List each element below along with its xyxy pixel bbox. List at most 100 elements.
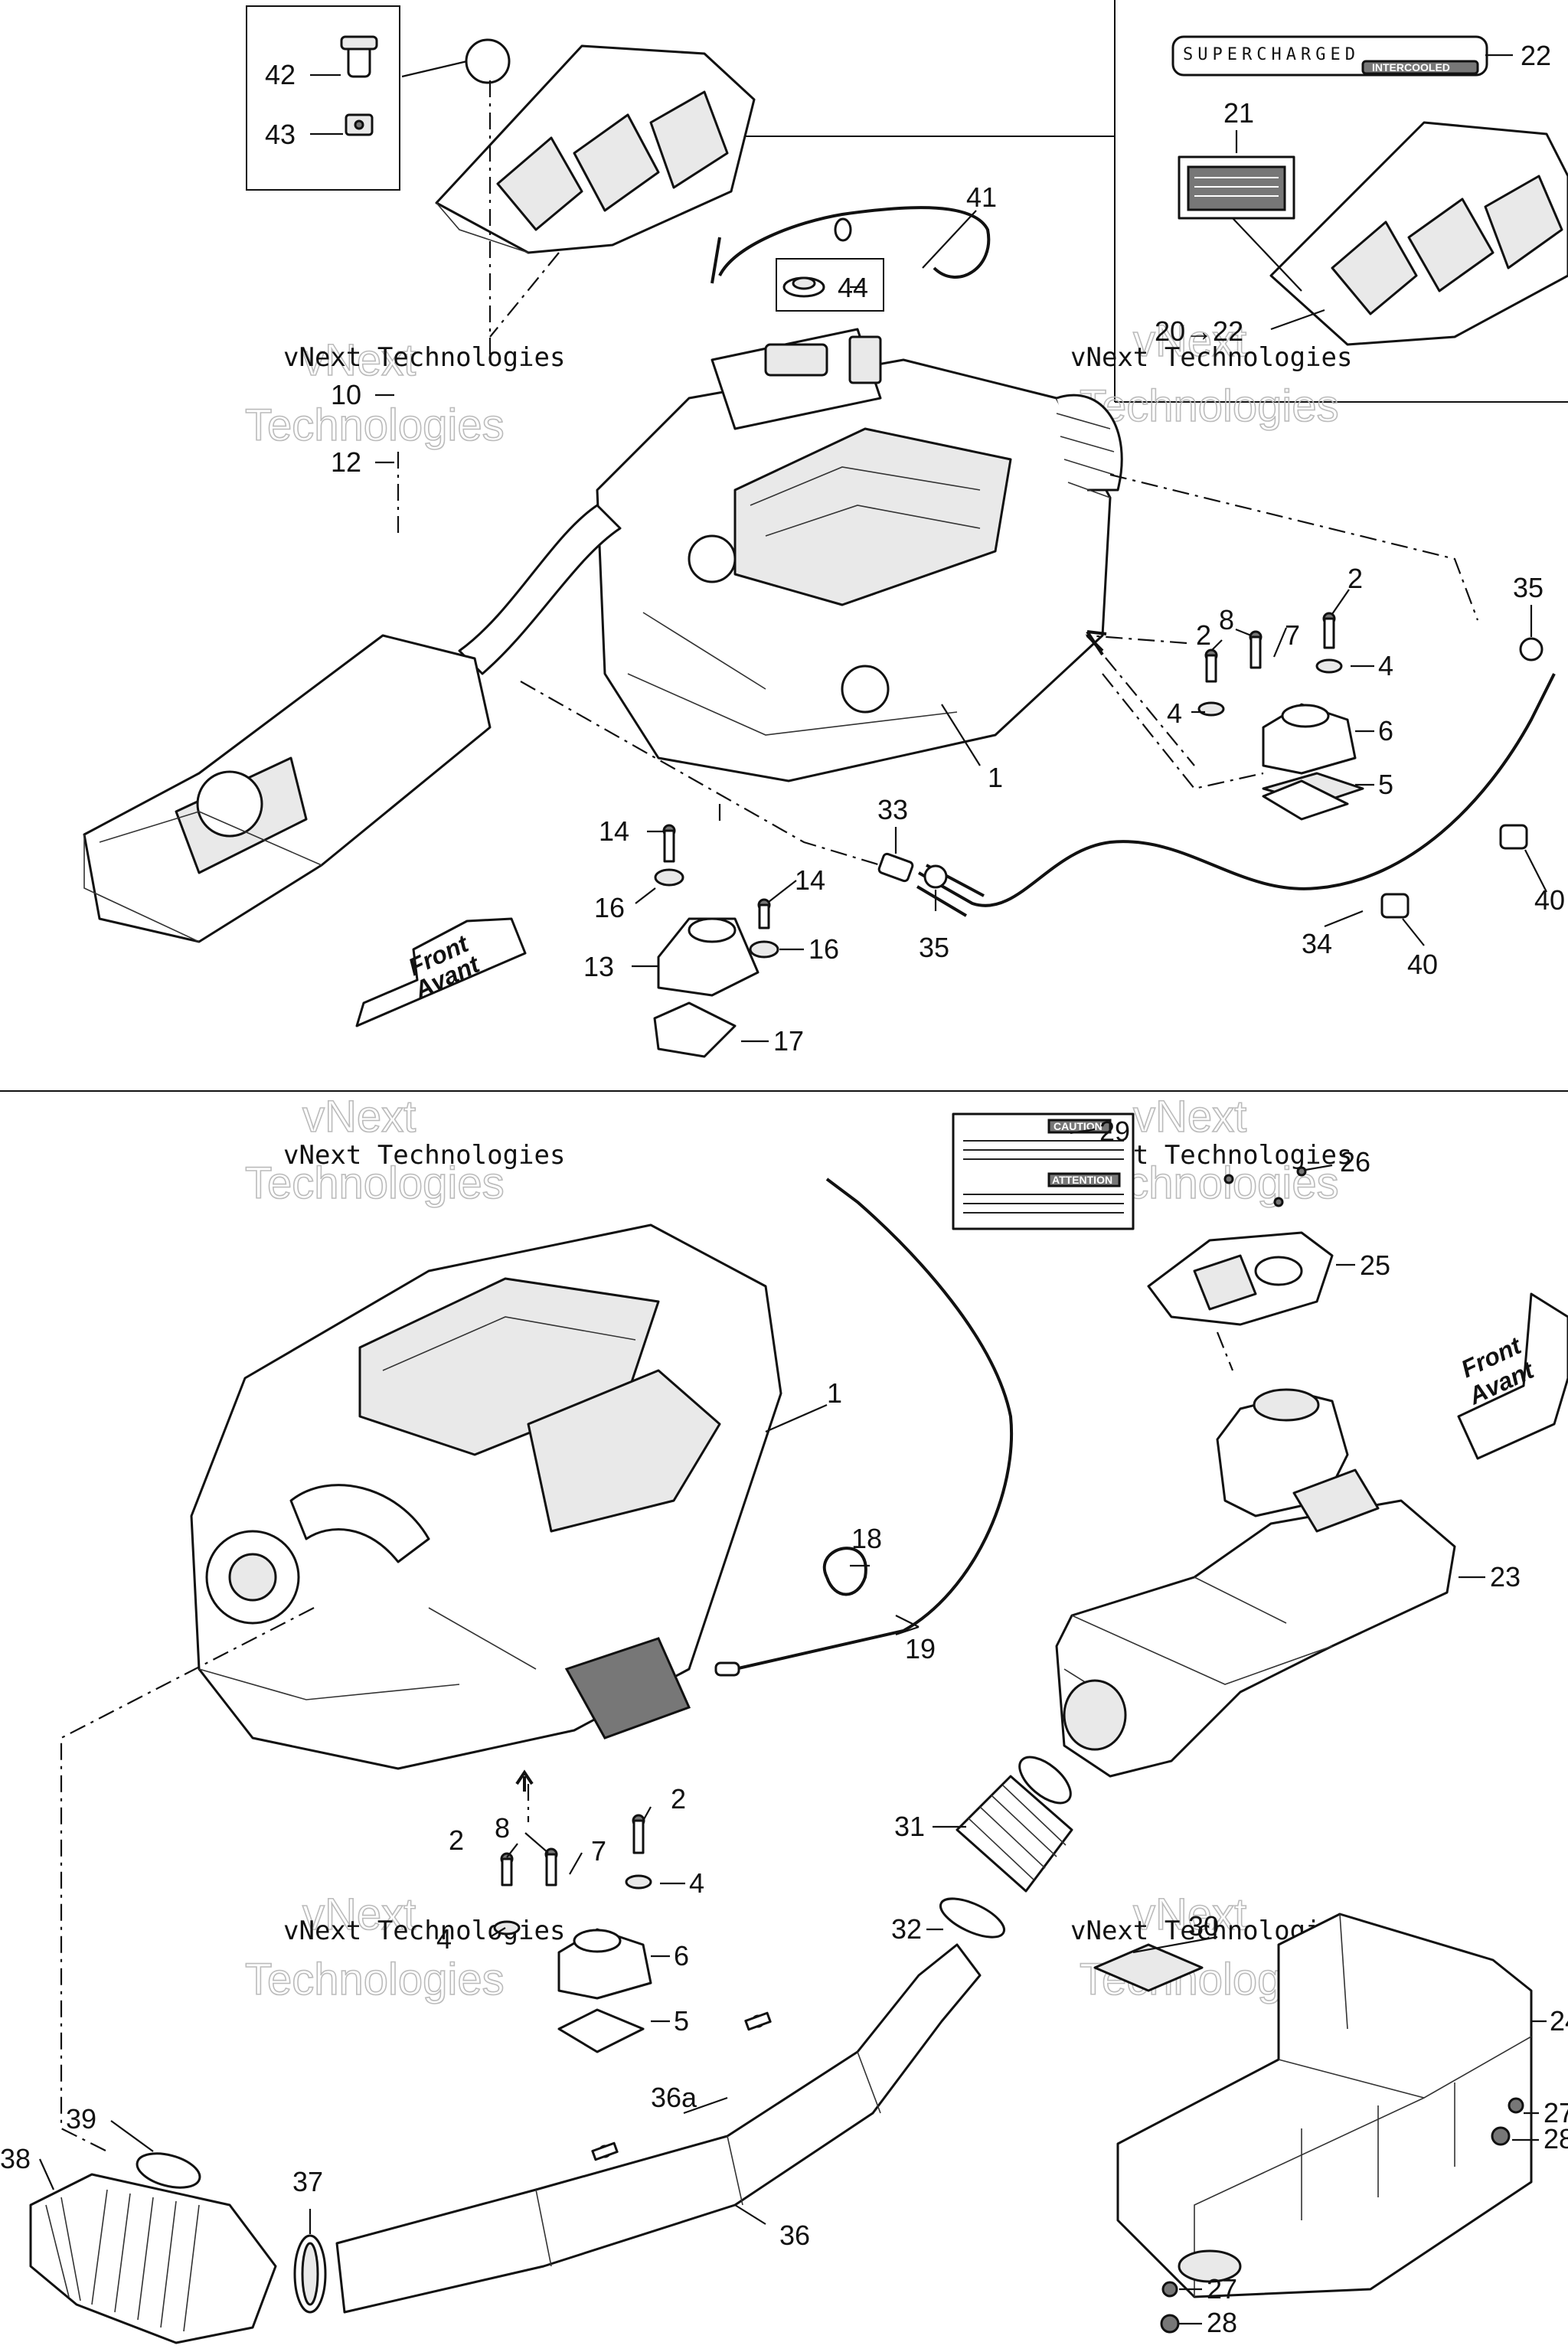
callout-27: 27 [1544,2097,1568,2128]
watermark-text: vNext Technologies [1070,342,1352,373]
callout-4: 4 [689,1867,704,1899]
part-20-engine-cover [1269,121,1568,346]
engine-mount-top-mid [653,824,779,1058]
front-arrow-top: Front Avant [355,917,527,1027]
part-24-hull-box [1116,1913,1533,2298]
part-44-clip [782,217,852,298]
watermark-2: vNext Technologies vNext Technologies [1070,315,1352,432]
front-arrow-bottom: Front Avant [1457,1292,1568,1460]
callout-23: 23 [1490,1561,1521,1592]
callout-14: 14 [599,815,629,847]
callout-30: 30 [1188,1910,1219,1942]
callout-40: 40 [1407,949,1438,980]
callout-27: 27 [1207,2273,1237,2305]
part-21-sticker [1178,155,1295,220]
callouts: 42 43 22 21 20→22 41 44 10 12 1 2 2 7 8 … [0,40,1568,2338]
part-41-line [718,206,991,279]
callout-2: 2 [449,1824,464,1856]
callout-37: 37 [292,2166,323,2197]
badge-sub-text: INTERCOOLED [1372,61,1450,74]
watermark-text: vNext [302,1092,416,1142]
detail-box-42-43 [246,5,400,191]
callout-36: 36 [779,2220,810,2251]
callout-2: 2 [671,1783,686,1815]
callout-31: 31 [894,1811,925,1842]
part-38-intake [29,2173,277,2344]
engine-mount-bottom [493,1814,652,2053]
callout-14: 14 [795,864,825,896]
watermark-text: vNext [1133,1890,1246,1939]
callout-6: 6 [1378,715,1393,746]
watermark-text: vNext Technologies [283,342,565,373]
leader-lines [38,54,1547,2325]
callout-39: 39 [66,2103,96,2135]
watermark-text: vNext Technologies [283,1140,565,1171]
callout-5: 5 [674,2005,689,2037]
part-32-clamp [939,1897,1005,1939]
part-39-clamp [136,2152,201,2189]
part-22-badge: SUPERCHARGED INTERCOOLED [1171,35,1488,77]
callout-16: 16 [594,892,625,923]
watermark-text: vNext [302,335,416,385]
callout-26: 26 [1340,1146,1370,1178]
part-37-coupler [293,2234,327,2314]
part-36-tube [335,1943,982,2314]
part-33-fitting [877,852,914,883]
callout-20-22: 20→22 [1155,315,1243,347]
arrow-up-bottom [515,1769,534,1792]
callout-35: 35 [919,932,949,963]
watermark-3: vNext Technologies vNext Technologies [244,1091,565,1209]
watermark-5: vNext Technologies vNext Technologies [244,1889,565,2005]
callout-36a: 36a [651,2082,697,2113]
callout-12: 12 [331,446,361,478]
callout-34: 34 [1302,928,1332,959]
callout-17: 17 [773,1025,804,1057]
callout-4: 4 [1167,697,1182,729]
callout-5: 5 [1378,769,1393,800]
watermark-text: vNext [1133,316,1246,366]
callout-16: 16 [808,933,839,965]
part-27-28-hardware [1160,2097,1524,2334]
part-19-handle [714,1661,740,1677]
sticker-attention-header: ATTENTION [1052,1174,1112,1186]
callout-35: 35 [1513,572,1544,603]
part-40-clips [1380,824,1528,919]
part-1-engine-top [596,328,1123,782]
callout-33: 33 [877,794,908,825]
part-23-air-duct [1055,1388,1456,1778]
callout-4: 4 [1378,650,1393,681]
callout-38: 38 [0,2143,31,2174]
part-19-dipstick [734,1178,1014,1671]
callout-10: 10 [331,379,361,410]
callout-40: 40 [1534,884,1565,916]
watermark-text: Technologies [245,400,505,450]
callout-29: 29 [1099,1116,1130,1147]
callout-28: 28 [1544,2123,1568,2154]
callout-44: 44 [838,272,868,303]
arrow-up-top [1086,630,1107,656]
intake-hose-top [458,504,622,675]
callout-8: 8 [495,1812,510,1844]
callout-22: 22 [1521,40,1551,71]
callout-2: 2 [1348,563,1363,594]
detail-box-44 [776,258,884,312]
watermark-1: vNext Technologies vNext Technologies [244,335,565,451]
callout-25: 25 [1360,1250,1390,1281]
frames [0,0,1568,1092]
callout-19: 19 [905,1633,936,1664]
part-41-end [710,237,721,284]
watermark-text: Technologies [1080,381,1339,431]
callout-1: 1 [988,762,1003,793]
callout-42: 42 [265,59,296,90]
callout-7: 7 [1285,619,1300,651]
callout-24: 24 [1550,2005,1568,2037]
part-25-cover [1147,1166,1334,1326]
watermark-text: vNext [1133,1092,1246,1142]
part-31-bellows [956,1756,1073,1893]
callout-8: 8 [1219,604,1234,635]
callout-2: 2 [1196,619,1211,651]
part-34-hose [918,673,1556,907]
watermark-text: vNext Technologies [283,1916,565,1946]
callout-13: 13 [583,951,614,982]
